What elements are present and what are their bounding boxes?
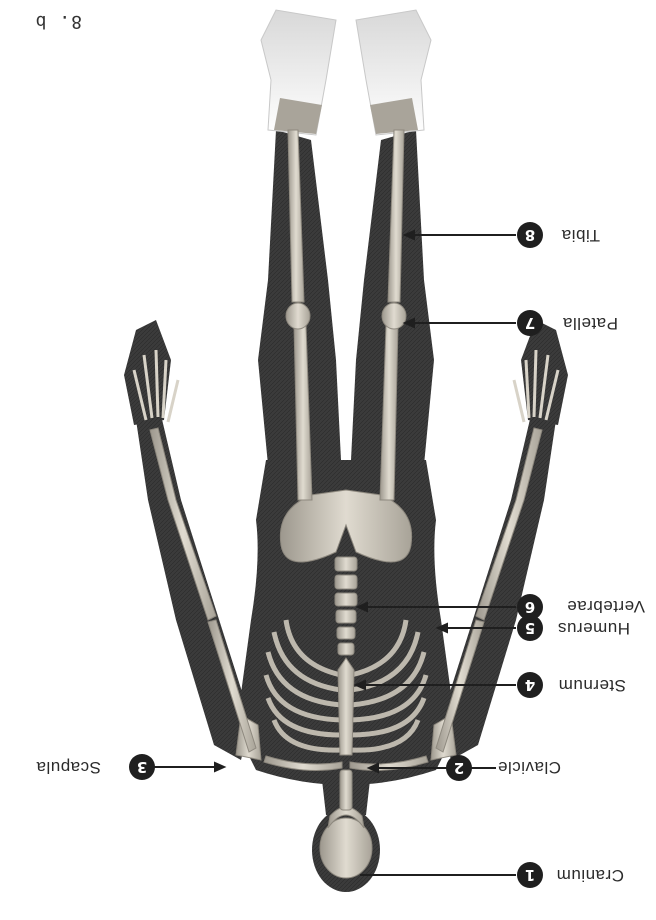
label-cranium: Cranium bbox=[556, 865, 624, 885]
callout-badge-6: 6 bbox=[517, 594, 543, 620]
label-tibia: Tibia bbox=[561, 225, 600, 245]
figure-label: 8. b bbox=[35, 11, 82, 32]
callout-badge-4: 4 bbox=[517, 672, 543, 698]
label-clavicle: Clavicle bbox=[497, 757, 561, 777]
patella-bone bbox=[382, 303, 406, 329]
feet bbox=[261, 10, 431, 135]
callout-badge-3: 3 bbox=[129, 754, 155, 780]
label-scapula: Scapula bbox=[36, 757, 101, 777]
callout-badge-1: 1 bbox=[517, 862, 543, 888]
callout-badge-2: 2 bbox=[446, 755, 472, 781]
label-sternum: Sternum bbox=[558, 675, 626, 695]
patella-bone-left bbox=[286, 303, 310, 329]
callout-badge-7: 7 bbox=[517, 310, 543, 336]
label-humerus: Humerus bbox=[558, 618, 630, 638]
label-patella: Patella bbox=[563, 313, 618, 333]
callout-badge-8: 8 bbox=[517, 222, 543, 248]
sternum-bone bbox=[338, 658, 354, 755]
label-vertebrae: Vertebrae bbox=[567, 596, 645, 616]
cervical-spine bbox=[340, 770, 352, 810]
